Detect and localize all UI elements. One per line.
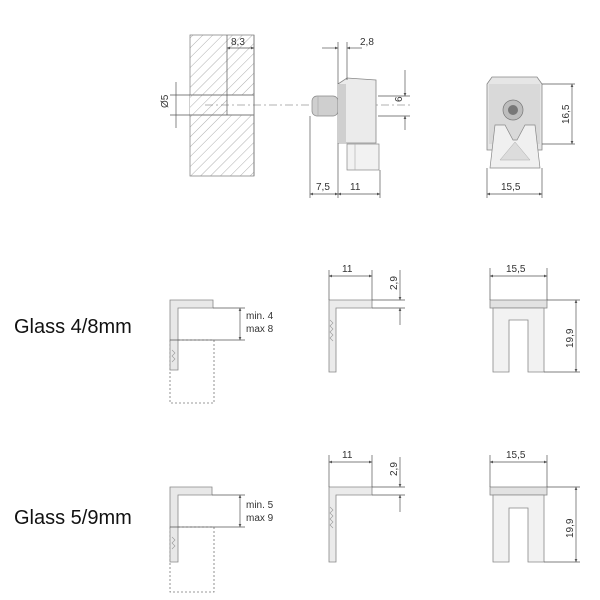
row-1-text-top-depth: 11 — [342, 264, 353, 275]
support-front-view — [486, 76, 543, 169]
dim-text-pin-height: 6 — [394, 96, 405, 102]
row-1-dim-front-height: 19,9 — [544, 299, 580, 373]
wall-section — [189, 34, 255, 177]
row-1-min-label: min. 4 — [246, 311, 274, 322]
dim-pin-height: 6 — [378, 70, 410, 130]
row-1-text-lip-height: 2,9 — [389, 276, 400, 290]
row-2-front-view — [489, 486, 548, 563]
row-2-text-front-width: 15,5 — [506, 450, 526, 461]
row-2-text-lip-height: 2,9 — [389, 462, 400, 476]
glass-row-2-label: Glass 5/9mm — [14, 507, 132, 529]
row-1-dim-top-depth: 11 — [328, 264, 373, 300]
dim-front-height: 16,5 — [542, 83, 575, 145]
row-2-max-label: max 9 — [246, 513, 274, 524]
dim-text-front-width: 15,5 — [501, 182, 521, 193]
support-side-view — [311, 77, 380, 171]
dim-text-body-depth: 11 — [350, 182, 361, 193]
row-1-text-front-height: 19,9 — [565, 328, 576, 348]
dim-front-width: 15,5 — [486, 168, 543, 198]
row-1-max-label: max 8 — [246, 324, 274, 335]
row-1-text-front-width: 15,5 — [506, 264, 526, 275]
row-2-dim-front-width: 15,5 — [489, 450, 548, 487]
dim-pin-length-and-depth: 7,5 11 — [309, 116, 381, 198]
row-2-text-top-depth: 11 — [342, 450, 353, 461]
row-2-side-view — [328, 486, 373, 563]
row-2-dim-lip-height: 2,9 — [372, 457, 405, 512]
row-1-side-view — [328, 299, 373, 373]
row-1-dim-front-width: 15,5 — [489, 264, 548, 300]
glass-row-1-label: Glass 4/8mm — [14, 316, 132, 338]
dim-text-hole-diameter: Ø5 — [160, 94, 171, 108]
dim-pin-offset: 2,8 — [322, 37, 374, 84]
dim-text-wall-hole-depth: 8,3 — [231, 37, 245, 48]
dim-text-pin-offset: 2,8 — [360, 37, 374, 48]
dim-hole-diameter: Ø5 — [160, 82, 190, 128]
row-2-min-label: min. 5 — [246, 500, 274, 511]
row-1-front-view — [489, 299, 548, 373]
row-1-dim-lip-height: 2,9 — [372, 270, 405, 325]
dim-wall-hole-depth: 8,3 — [226, 37, 255, 50]
row-2-section-view — [169, 486, 215, 593]
row-2-dim-glass-thickness: min. 5 max 9 — [212, 494, 274, 528]
row-2-text-front-height: 19,9 — [565, 518, 576, 538]
row-2-dim-front-height: 19,9 — [544, 486, 580, 563]
dim-text-pin-length: 7,5 — [316, 182, 330, 193]
row-1-section-view — [169, 299, 215, 404]
row-2-dim-top-depth: 11 — [328, 450, 373, 487]
dim-text-front-height: 16,5 — [561, 104, 572, 124]
row-1-dim-glass-thickness: min. 4 max 8 — [213, 307, 274, 341]
